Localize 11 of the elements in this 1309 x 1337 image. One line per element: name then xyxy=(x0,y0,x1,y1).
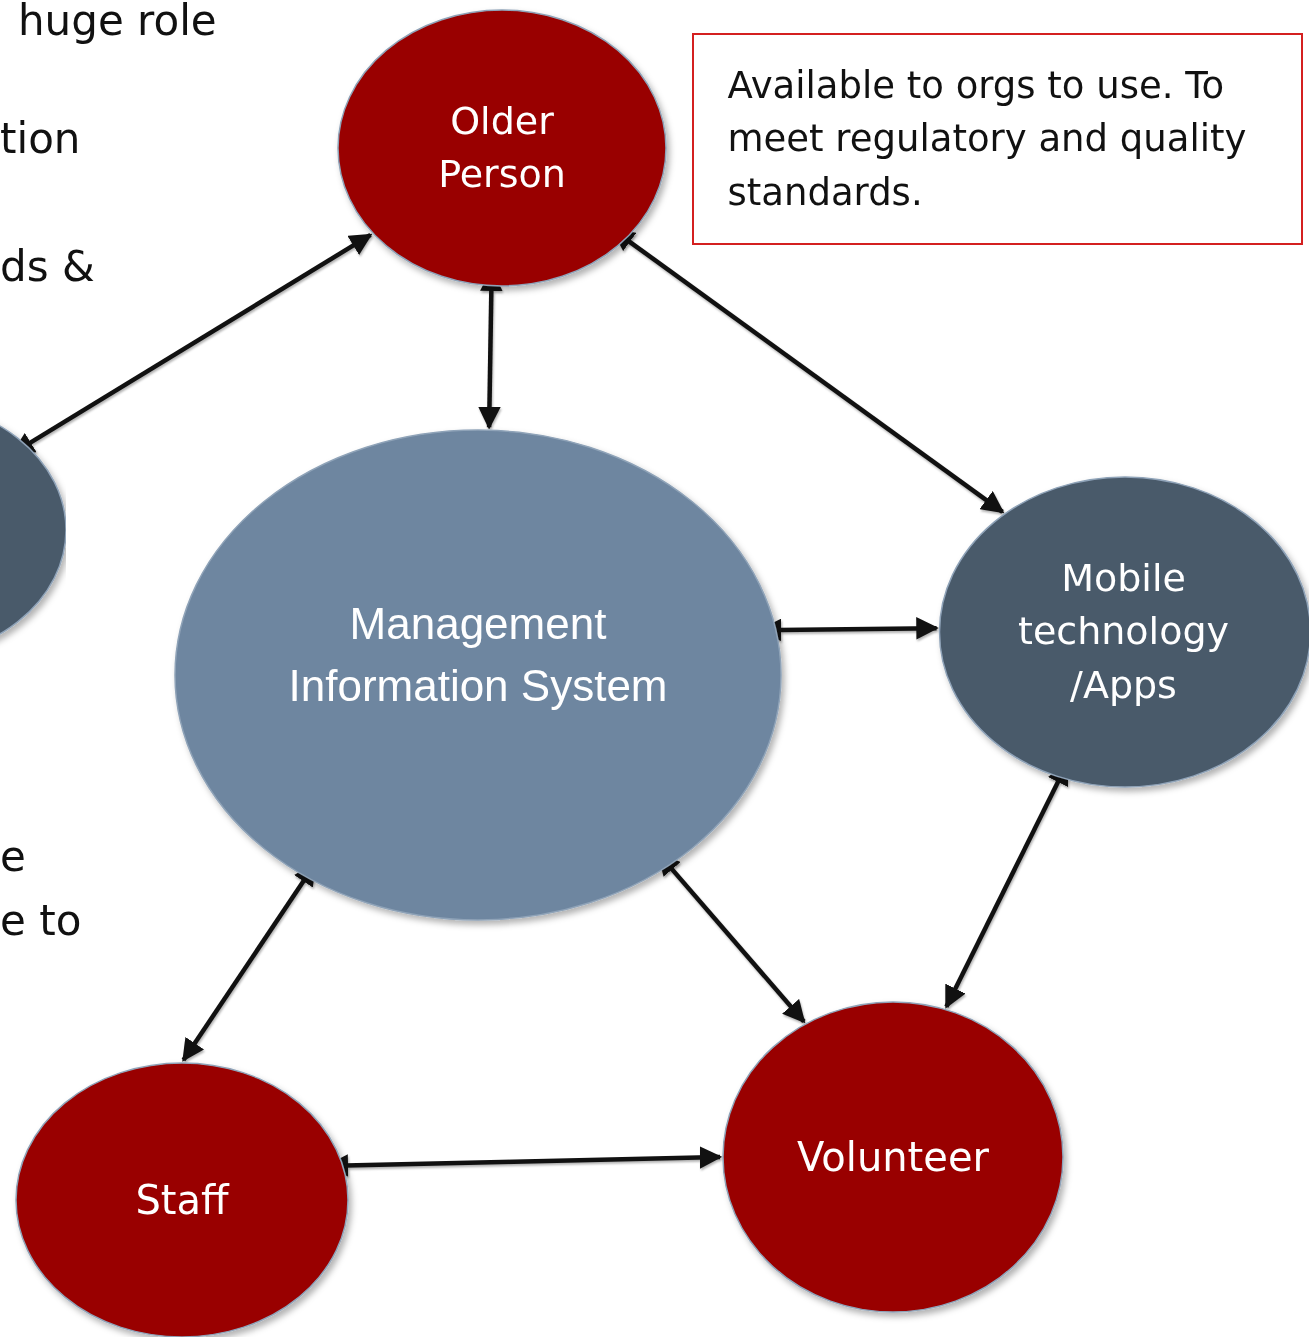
node-label: Older Person xyxy=(437,97,567,198)
node-label: Management Information System xyxy=(288,598,668,712)
node-label: Mobile technology /Apps xyxy=(1017,555,1230,709)
text-fragment: tion xyxy=(0,118,81,160)
note-text: Available to orgs to use. To meet regulatory and quality standards. xyxy=(727,62,1248,216)
text-fragment: e to xyxy=(0,900,82,942)
node-label: Volunteer xyxy=(796,1133,990,1182)
text-fragment: e xyxy=(0,836,26,878)
text-fragment: ds & xyxy=(0,246,95,288)
text-fragment: huge role xyxy=(18,0,217,42)
node-label: Staff xyxy=(134,1176,231,1225)
